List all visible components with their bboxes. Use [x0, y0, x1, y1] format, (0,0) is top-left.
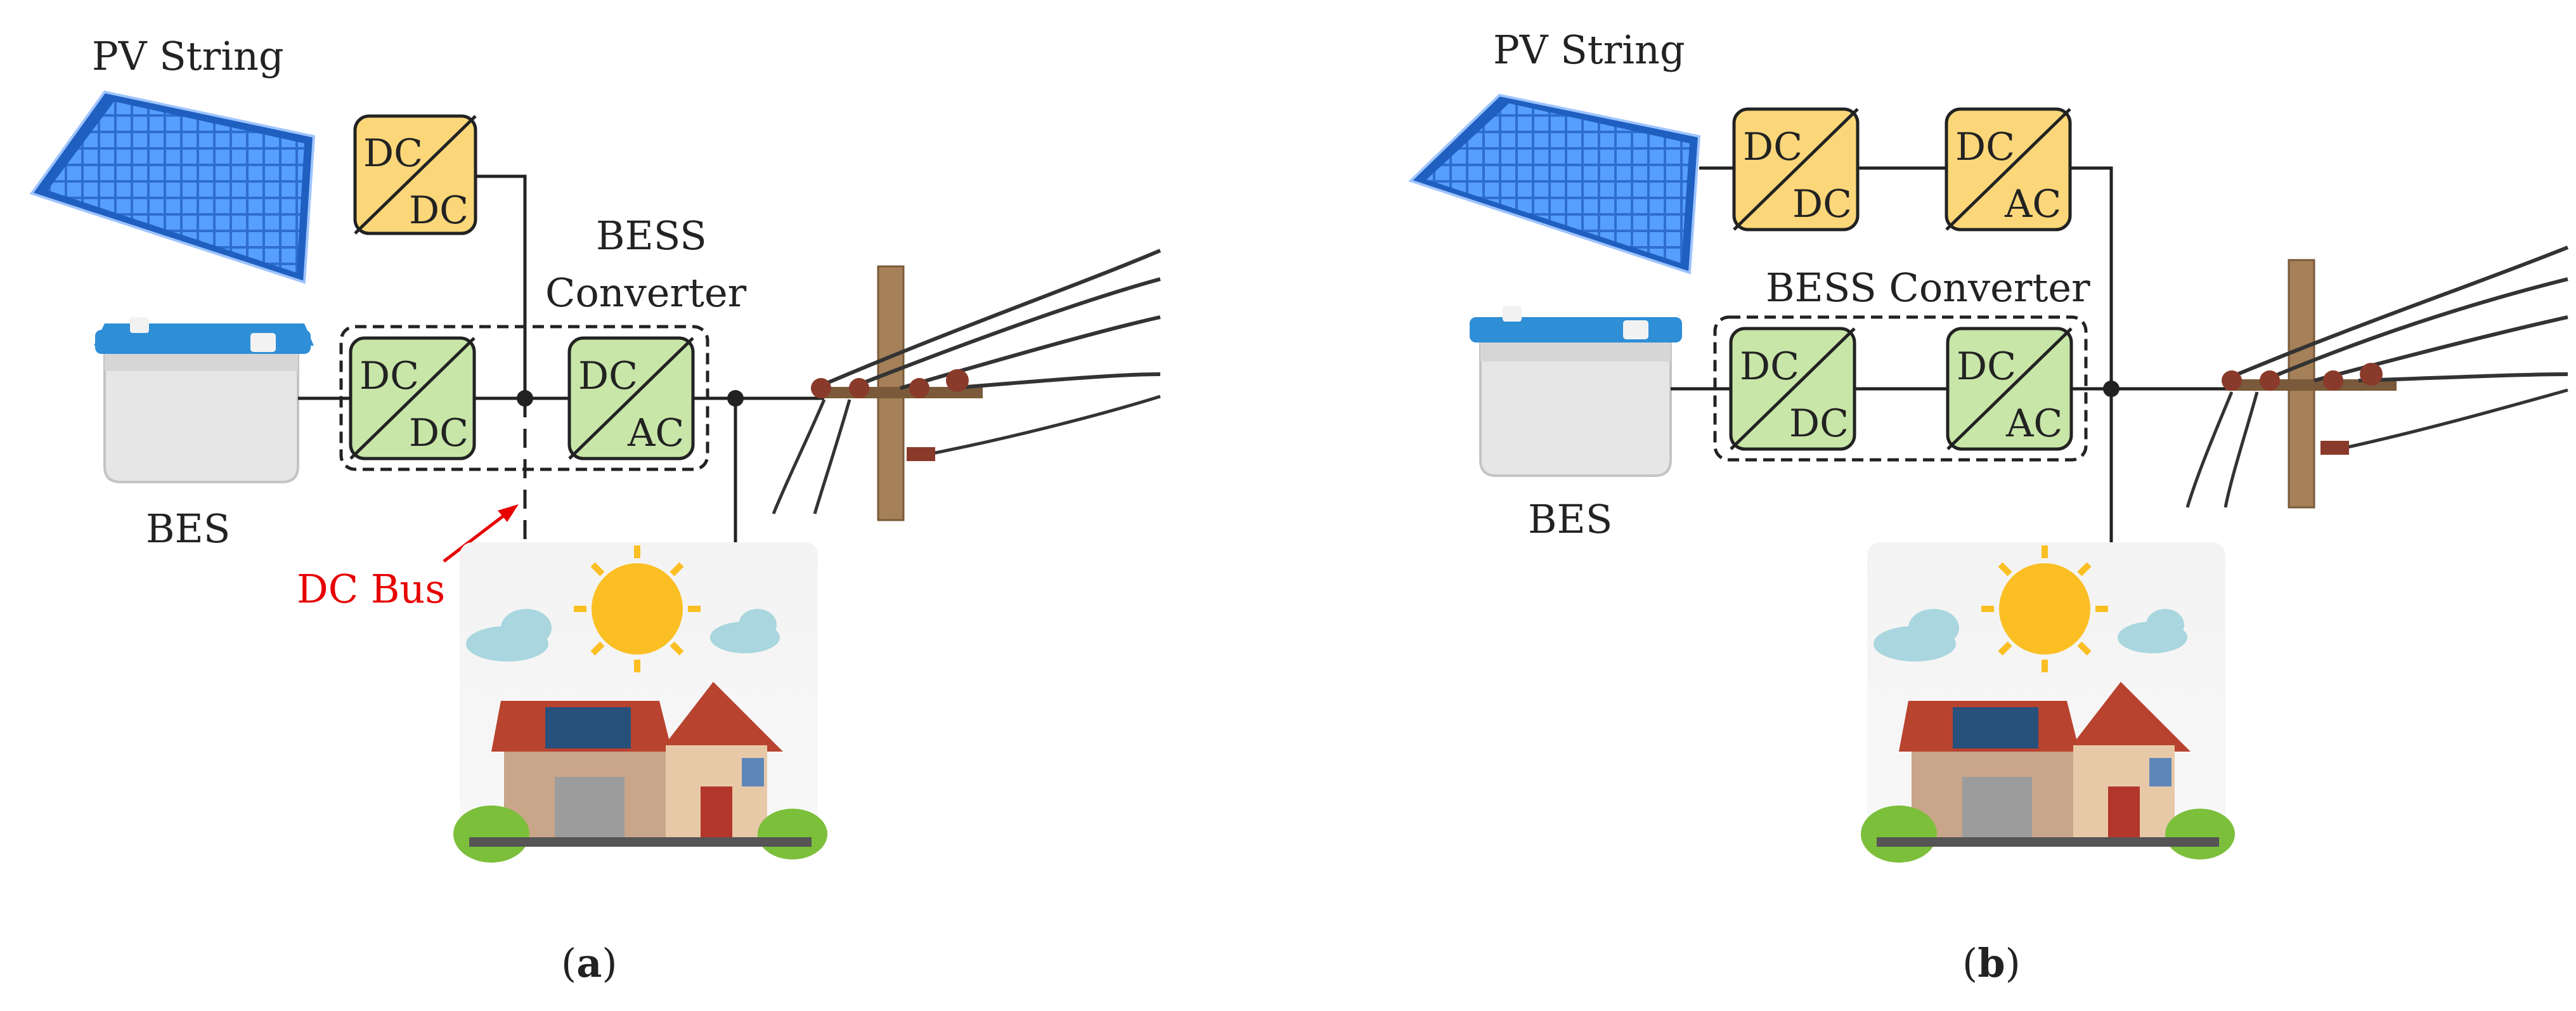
pv-dcdc-converter-b: DC DC	[1732, 107, 1860, 232]
ac-bus-node	[727, 390, 744, 407]
bes-dcdc-converter-b: DC DC	[1729, 327, 1856, 451]
house-scene-icon-b	[1861, 542, 2235, 863]
dc-bus-node	[517, 390, 533, 407]
panel-a: PV String BES DC DC BESS Converter	[29, 33, 1162, 986]
pv-dcdc-top: DC	[363, 131, 423, 176]
dc-bus-label: DC Bus	[297, 566, 445, 612]
pv-dcac-bottom-b: AC	[2004, 182, 2061, 226]
house-scene-icon	[453, 542, 827, 863]
bes-dcdc-bottom: DC	[409, 411, 469, 455]
bess-dcac-bottom: AC	[627, 411, 684, 455]
bes-label-b: BES	[1528, 496, 1612, 542]
pv-dcdc-bottom: DC	[409, 188, 469, 233]
bes-dcdc-bottom-b: DC	[1789, 401, 1849, 446]
pv-dcac-top-b: DC	[1955, 125, 2015, 169]
pv-dcac-inverter-b: DC AC	[1945, 107, 2072, 232]
bess-label-b: BESS Converter	[1766, 264, 2090, 311]
bess-dcac-bottom-b: AC	[2005, 401, 2062, 446]
bess-label-line1: BESS	[596, 212, 707, 259]
pv-string-label-b: PV String	[1493, 27, 1685, 73]
panel-b: PV String BES DC DC DC AC BESS Converter	[1408, 27, 2569, 986]
pv-dcdc-top-b: DC	[1743, 125, 1803, 169]
bess-dcac-converter: DC AC	[567, 336, 695, 460]
bes-dcdc-converter: DC DC	[349, 336, 476, 460]
pv-dcdc-bottom-b: DC	[1792, 182, 1852, 226]
pv-string-label: PV String	[92, 33, 284, 79]
ac-bus-node-b	[2103, 381, 2120, 397]
dc-bus-arrow	[443, 509, 512, 563]
utility-pole-icon	[772, 249, 1162, 521]
caption-b: (b)	[1962, 940, 2021, 986]
bess-dcac-converter-b: DC AC	[1946, 327, 2073, 451]
wiring-b	[1671, 166, 2232, 584]
pv-panel-icon-b	[1408, 93, 1701, 275]
bess-dcac-top-b: DC	[1957, 344, 2016, 389]
pv-dcdc-converter: DC DC	[353, 114, 477, 235]
bess-dcac-top: DC	[578, 354, 638, 398]
bes-label: BES	[146, 506, 230, 552]
pv-panel-icon	[29, 90, 316, 284]
bes-dcdc-top: DC	[359, 354, 419, 398]
battery-icon	[94, 317, 314, 483]
bes-dcdc-top-b: DC	[1740, 344, 1799, 389]
utility-pole-icon-b	[2185, 245, 2569, 509]
battery-icon-b	[1470, 306, 1682, 477]
bess-label-line2: Converter	[545, 270, 747, 316]
caption-a: (a)	[561, 940, 618, 986]
dc-bus-arrowhead	[498, 504, 519, 522]
